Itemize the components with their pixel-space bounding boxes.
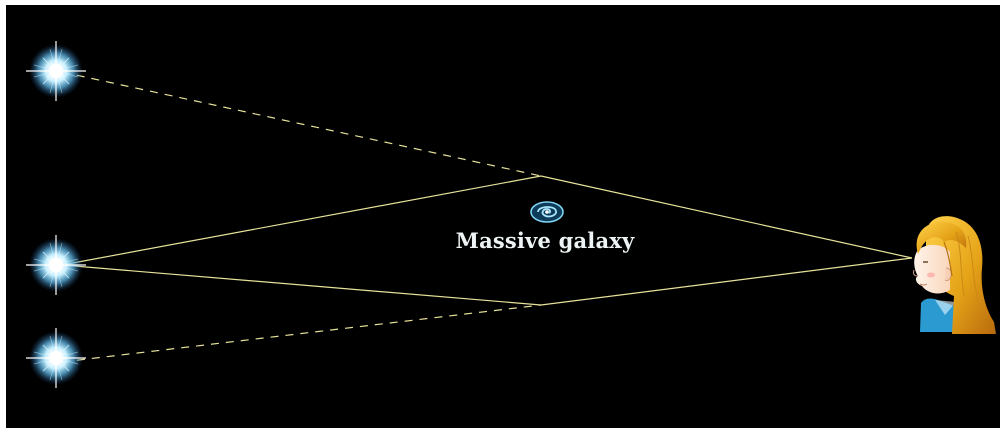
true-ray-upper-source-leg — [61, 175, 542, 266]
light-rays — [61, 71, 913, 363]
apparent-ray-upper — [61, 71, 542, 177]
observer-head-icon — [913, 216, 996, 334]
star-icon-apparent-upper — [25, 40, 87, 102]
spiral-galaxy-icon — [530, 201, 564, 223]
apparent-ray-lower — [61, 304, 542, 363]
star-icon-apparent-lower — [25, 327, 87, 389]
galaxy-label: Massive galaxy — [455, 228, 635, 253]
true-ray-lower-observer-leg — [540, 257, 913, 306]
star-icon-true-source — [25, 234, 87, 296]
true-ray-lower-source-leg — [61, 264, 542, 306]
true-ray-upper-observer-leg — [540, 175, 913, 259]
space-background — [6, 5, 1000, 428]
